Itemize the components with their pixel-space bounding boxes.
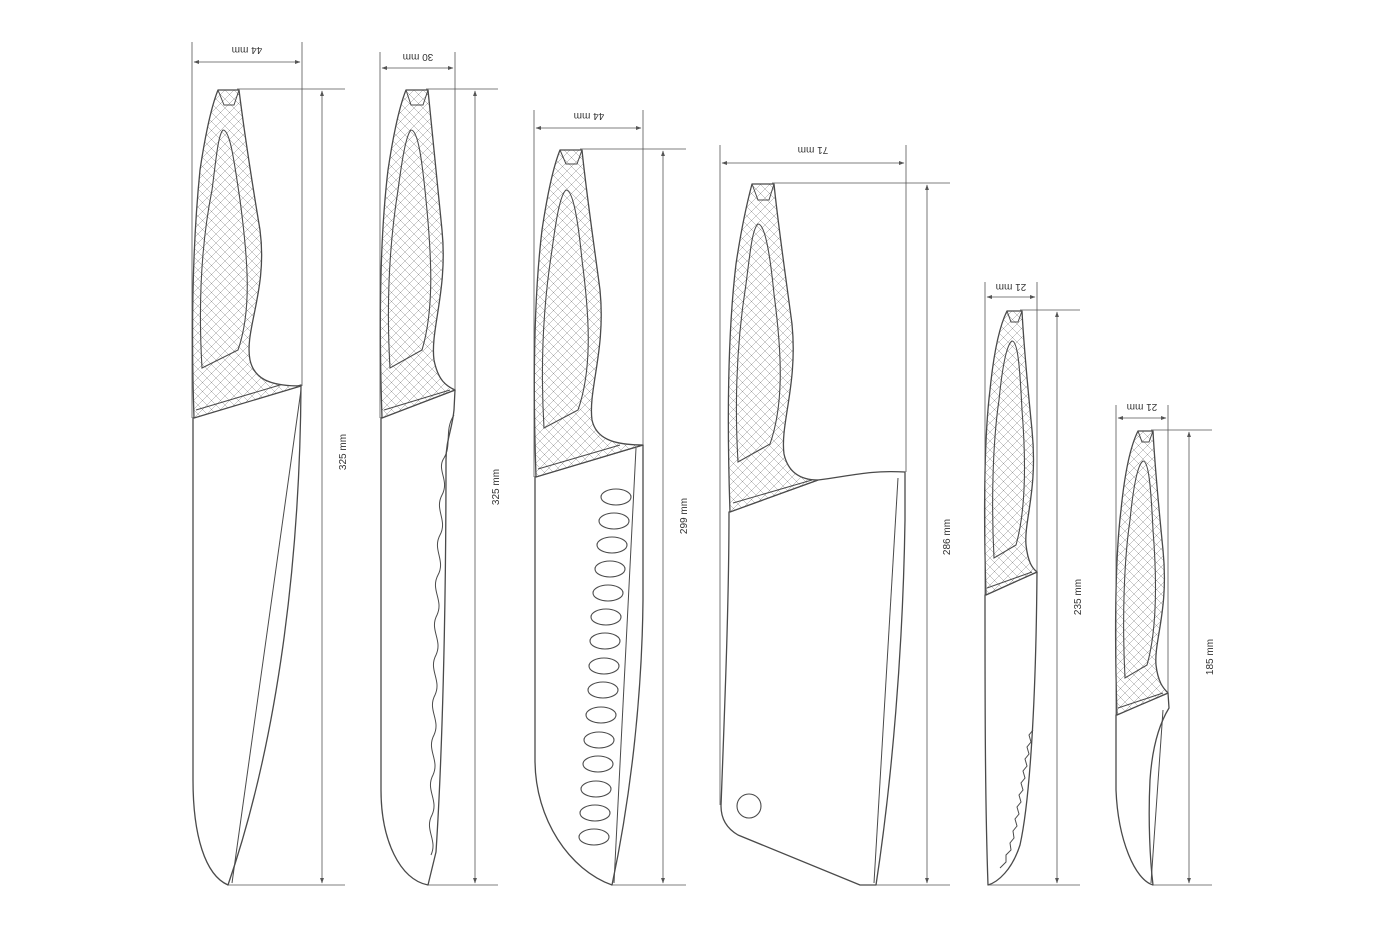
santoku-butt-cap xyxy=(559,149,583,165)
bread-blade xyxy=(380,389,456,886)
cleaver-bolster-line xyxy=(732,479,813,504)
santoku-length-label: 299 mm xyxy=(679,498,690,534)
paring-butt-cap xyxy=(1137,430,1154,443)
santoku-blade-edge-line xyxy=(613,447,637,884)
utility-width-label: 21 mm xyxy=(996,281,1027,292)
paring-knife: 21 mm 185 mm xyxy=(1114,401,1216,886)
paring-bolster-line xyxy=(1117,692,1164,709)
cleaver-blade-edge-line xyxy=(873,477,899,884)
paring-handle xyxy=(1114,430,1169,716)
paring-width-label: 21 mm xyxy=(1127,401,1158,412)
cleaver-width-dimension: 71 mm xyxy=(719,144,907,805)
cleaver-width-label: 71 mm xyxy=(798,144,829,155)
chef-length-dimension: 325 mm xyxy=(228,88,349,886)
santoku-length-dimension: 299 mm xyxy=(580,148,690,886)
bread-width-dimension: 30 mm xyxy=(379,51,456,418)
utility-knife: 21 mm 235 mm xyxy=(983,281,1084,886)
utility-serrated-edge xyxy=(999,729,1034,869)
chef-butt-cap xyxy=(217,89,240,106)
chef-blade-edge-line xyxy=(231,389,302,884)
cleaver-hanging-hole xyxy=(736,793,762,819)
utility-bolster-line xyxy=(986,571,1033,589)
chef-width-dimension: 44 mm xyxy=(191,42,303,418)
bread-knife: 30 mm 325 mm xyxy=(379,51,502,886)
chef-width-label: 44 mm xyxy=(232,44,263,55)
utility-handle-inlay xyxy=(992,340,1026,559)
santoku-width-dimension: 44 mm xyxy=(533,110,644,477)
paring-blade xyxy=(1115,692,1170,886)
chef-handle-inlay xyxy=(199,129,248,369)
bread-bolster-line xyxy=(383,389,451,411)
santoku-knife: 44 mm 299 mm xyxy=(533,110,690,886)
bread-handle xyxy=(379,89,456,419)
cleaver-knife: 71 mm 286 mm xyxy=(719,144,953,886)
paring-blade-edge-line xyxy=(1150,709,1164,884)
bread-handle-inlay xyxy=(387,129,432,369)
utility-length-label: 235 mm xyxy=(1073,579,1084,615)
utility-butt-cap xyxy=(1006,310,1023,323)
santoku-width-label: 44 mm xyxy=(574,110,605,121)
paring-length-label: 185 mm xyxy=(1205,639,1216,675)
bread-length-label: 325 mm xyxy=(491,469,502,505)
chef-knife: 44 mm 325 mm xyxy=(191,42,349,886)
bread-width-label: 30 mm xyxy=(403,51,434,62)
cleaver-butt-cap xyxy=(751,183,775,201)
bread-serrated-edge xyxy=(428,414,455,856)
paring-length-dimension: 185 mm xyxy=(1151,429,1216,886)
chef-length-label: 325 mm xyxy=(338,434,349,470)
cleaver-blade xyxy=(720,470,906,886)
utility-blade xyxy=(984,571,1038,886)
cleaver-length-dimension: 286 mm xyxy=(772,182,953,886)
paring-width-dimension: 21 mm xyxy=(1115,401,1169,715)
utility-length-dimension: 235 mm xyxy=(988,309,1084,886)
bread-length-dimension: 325 mm xyxy=(426,88,502,886)
bread-butt-cap xyxy=(405,89,429,106)
utility-handle xyxy=(983,310,1038,596)
cleaver-handle-inlay xyxy=(735,223,781,463)
paring-handle-inlay xyxy=(1123,460,1157,679)
chef-bolster-line xyxy=(195,384,281,411)
santoku-handle xyxy=(533,149,644,478)
utility-width-dimension: 21 mm xyxy=(984,281,1038,595)
chef-blade xyxy=(192,384,302,886)
santoku-handle-inlay xyxy=(541,189,589,429)
cleaver-length-label: 286 mm xyxy=(942,519,953,555)
chef-handle xyxy=(191,89,302,419)
cleaver-handle xyxy=(727,183,819,513)
santoku-granton-holes xyxy=(578,488,632,846)
santoku-bolster-line xyxy=(537,444,621,470)
